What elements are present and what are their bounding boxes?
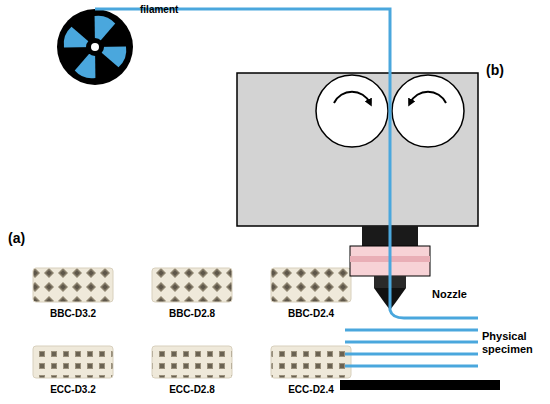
filament-spool [57, 9, 133, 85]
specimen-label: ECC-D2.4 [261, 384, 361, 396]
part-label: filament [140, 4, 200, 16]
filament-path [95, 9, 478, 318]
build-plate [340, 380, 500, 390]
specimen-label: ECC-D3.2 [23, 384, 123, 396]
specimen-label: BBC-D2.4 [261, 308, 361, 320]
specimen-label: ECC-D2.8 [142, 384, 242, 396]
panel-label: (a) [8, 230, 38, 246]
part-label: Nozzle [432, 288, 492, 301]
panel-label: (b) [486, 62, 516, 78]
specimen-label: BBC-D2.8 [142, 308, 242, 320]
extruder-body [237, 73, 478, 226]
specimen-label: BBC-D3.2 [23, 308, 123, 320]
printed-layers [345, 330, 478, 366]
specimen-photos [33, 268, 351, 378]
part-label: Physical specimen [482, 330, 542, 355]
